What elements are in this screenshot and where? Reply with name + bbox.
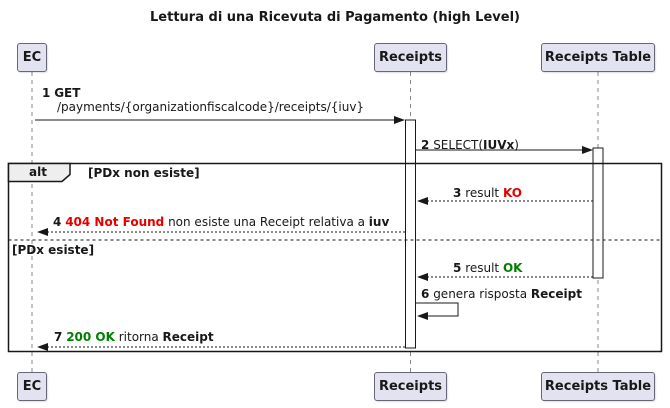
message-6-label: 6 genera risposta Receipt <box>421 287 582 301</box>
diagram-title: Lettura di una Ricevuta di Pagamento (hi… <box>150 10 520 25</box>
message-4-arrowhead-icon <box>37 228 48 236</box>
activation-receipts-table <box>592 147 604 279</box>
alt-guard-pdx-non-esiste: [PDx non esiste] <box>88 166 200 180</box>
message-5-number: 5 <box>453 261 462 275</box>
message-1-path: /payments/{organizationfiscalcode}/recei… <box>57 100 365 114</box>
alt-frame-header <box>7 162 71 183</box>
message-4-label: 4 404 Not Found non esiste una Receipt r… <box>53 215 390 229</box>
participant-receipts-label: Receipts <box>378 50 443 65</box>
status-200-ok: 200 OK <box>66 330 115 344</box>
message-3-label: 3 result KO <box>453 186 522 200</box>
participant-receipts-table-label: Receipts Table <box>544 50 652 65</box>
message-5-arrowhead-icon <box>417 273 428 281</box>
message-6-arrowhead-icon <box>417 312 428 320</box>
participant-ec-bottom: EC <box>17 372 47 401</box>
participant-ec-top: EC <box>17 43 47 72</box>
alt-guard-pdx-esiste: [PDx esiste] <box>12 243 95 257</box>
message-1-arrowhead-icon <box>394 116 405 124</box>
status-ok: OK <box>502 261 523 275</box>
message-1-label: 1 GET /payments/{organizationfiscalcode}… <box>42 86 364 114</box>
message-3-arrowhead-icon <box>417 197 428 205</box>
participant-receipts-top: Receipts <box>374 43 447 72</box>
activation-receipts <box>405 119 416 349</box>
status-404-not-found: 404 Not Found <box>65 215 165 229</box>
participant-ec-label: EC <box>22 379 42 394</box>
message-6-line <box>416 302 459 317</box>
alt-operator-label: alt <box>29 165 47 179</box>
message-6-number: 6 <box>421 287 430 301</box>
participant-receipts-table-top: Receipts Table <box>541 43 655 72</box>
participant-receipts-table-label: Receipts Table <box>544 379 652 394</box>
participant-receipts-table-bottom: Receipts Table <box>541 372 655 401</box>
message-1-verb: GET <box>54 86 81 100</box>
message-7-label: 7 200 OK ritorna Receipt <box>54 330 214 344</box>
participant-receipts-label: Receipts <box>378 379 443 394</box>
message-2-arrowhead-icon <box>582 146 593 154</box>
message-1-number: 1 <box>42 86 51 100</box>
message-2-label: 2 SELECT(IUVx) <box>421 138 519 152</box>
status-ko: KO <box>502 186 522 200</box>
message-4-number: 4 <box>53 215 62 229</box>
participant-receipts-bottom: Receipts <box>374 372 447 401</box>
message-2-number: 2 <box>421 138 430 152</box>
alt-frame <box>7 162 663 353</box>
participant-ec-label: EC <box>22 50 42 65</box>
message-7-number: 7 <box>54 330 63 344</box>
message-5-label: 5 result OK <box>453 261 523 275</box>
message-3-number: 3 <box>453 186 462 200</box>
message-7-arrowhead-icon <box>37 343 48 351</box>
